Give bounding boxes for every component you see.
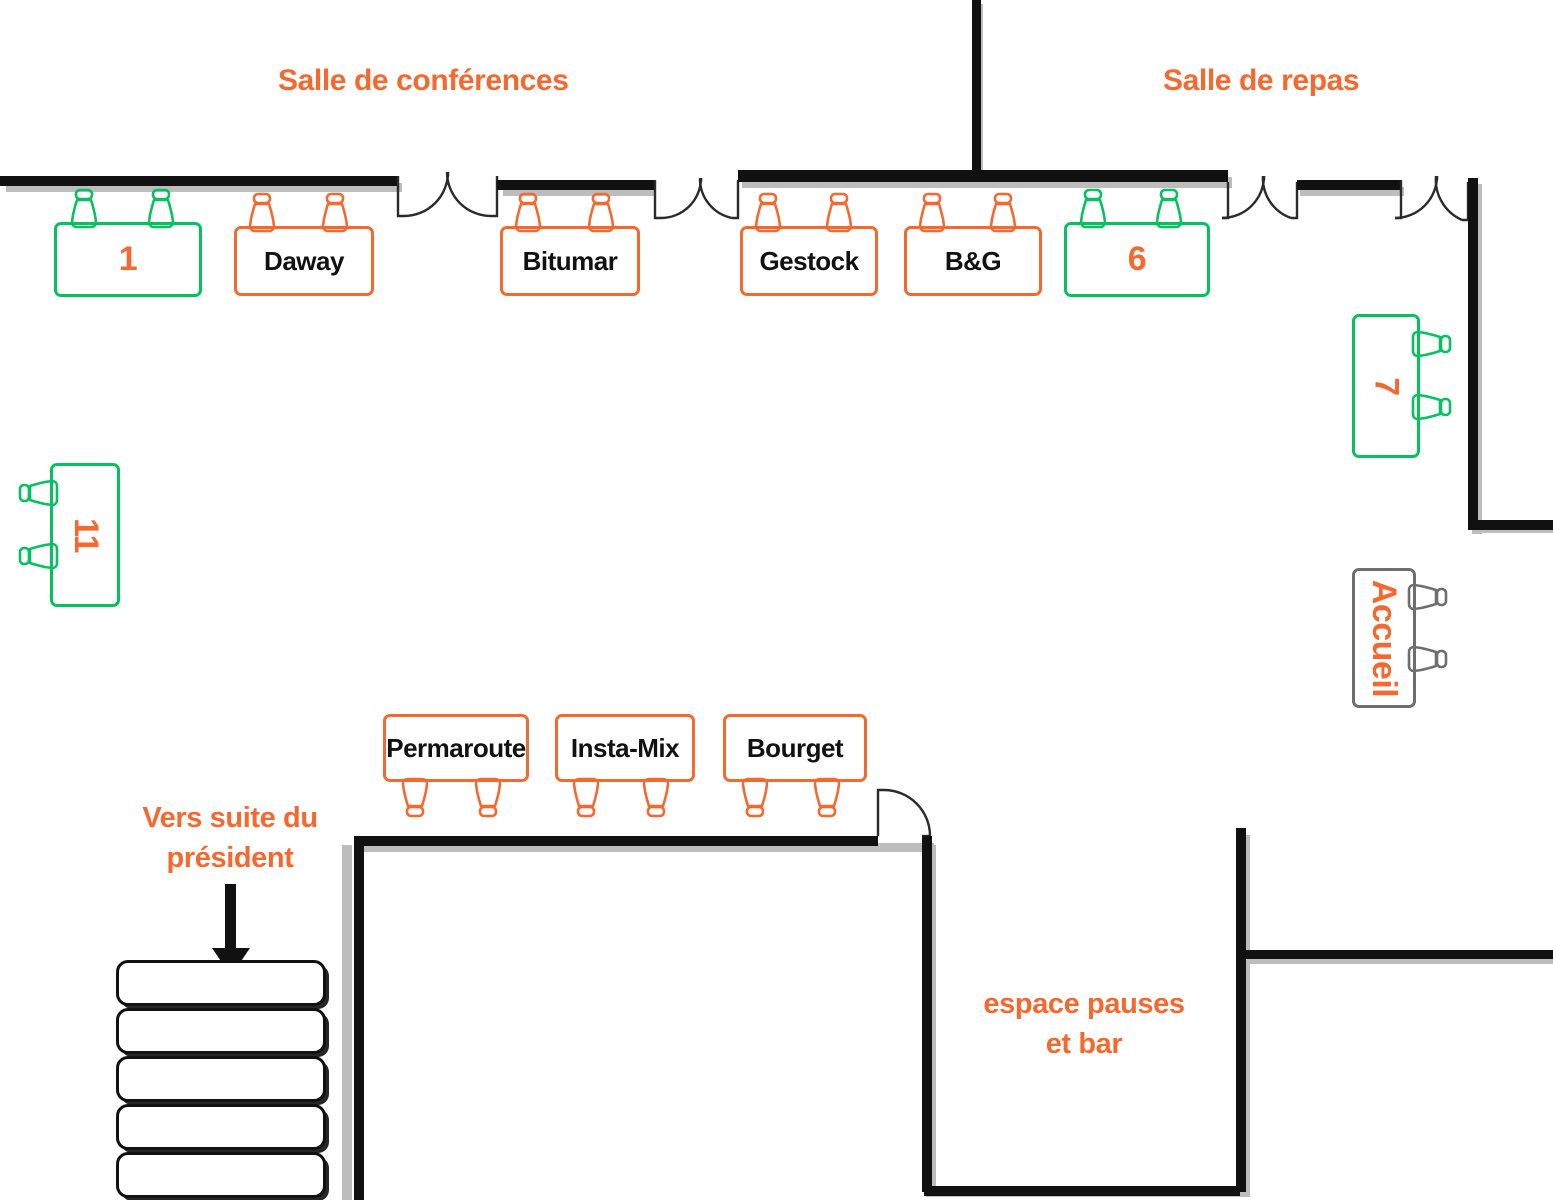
- booth-bg-chair: [915, 192, 949, 234]
- booth-bourget-label: Bourget: [746, 732, 844, 763]
- booth-gestock[interactable]: Gestock: [740, 226, 878, 296]
- chair-icon: [18, 479, 59, 507]
- booth-daway-chair: [245, 192, 279, 234]
- break-area-walls: [922, 828, 1553, 1196]
- chair-icon: [474, 777, 502, 818]
- chair-icon: [1411, 393, 1452, 421]
- booth-11-chair: [18, 535, 59, 577]
- room-label-salle-de-conferences: Salle de conférences: [278, 64, 569, 97]
- top-wall-right: [738, 170, 1228, 182]
- booth-1[interactable]: 1: [54, 222, 202, 297]
- booth-bourget-chair: [738, 776, 772, 818]
- booth-permaroute[interactable]: Permaroute: [383, 714, 529, 782]
- booth-permaroute-label: Permaroute: [386, 732, 526, 763]
- booth-bourget[interactable]: Bourget: [723, 714, 867, 782]
- chair-icon: [642, 777, 670, 818]
- chair-icon: [990, 192, 1017, 233]
- booth-11[interactable]: 11: [50, 463, 120, 607]
- booth-insta-mix-chair: [569, 776, 603, 818]
- chair-icon: [1407, 645, 1448, 673]
- booth-accueil-chair: [1407, 638, 1448, 680]
- stair-step: [116, 1152, 326, 1198]
- chair-icon: [514, 192, 542, 233]
- door-swing-3: [1221, 175, 1299, 220]
- chair-icon: [741, 777, 768, 818]
- booth-bitumar-chair: [584, 192, 618, 234]
- booth-bitumar-chair: [511, 192, 545, 234]
- chair-icon: [1155, 188, 1183, 229]
- booth-bg[interactable]: B&G: [904, 226, 1042, 296]
- door-swing-4: [1394, 175, 1470, 222]
- stair-step: [116, 1056, 326, 1102]
- door-swing-5: [876, 788, 932, 838]
- room-label-salle-de-repas: Salle de repas: [1163, 64, 1360, 97]
- booth-accueil[interactable]: Accueil: [1352, 568, 1416, 708]
- booth-1-chair: [144, 188, 178, 230]
- booth-bitumar-label: Bitumar: [522, 245, 618, 276]
- booth-daway-label: Daway: [264, 245, 344, 276]
- stair-step: [116, 1104, 326, 1150]
- booth-bitumar[interactable]: Bitumar: [500, 226, 640, 296]
- booth-6-chair: [1152, 188, 1186, 230]
- booth-1-label: 1: [118, 240, 138, 278]
- area-label-line-1: espace pauses: [983, 988, 1185, 1020]
- booth-1-chair: [67, 188, 101, 230]
- chair-icon: [147, 188, 174, 229]
- booth-6[interactable]: 6: [1064, 222, 1210, 297]
- area-label-line-2: et bar: [1045, 1028, 1123, 1061]
- area-label-line-2: président: [166, 842, 294, 875]
- area-label-vers-suite-du-president: Vers suite du président: [110, 798, 350, 878]
- booth-11-chair: [18, 472, 59, 514]
- chair-icon: [18, 542, 59, 570]
- booth-accueil-label: Accueil: [1365, 579, 1404, 697]
- chair-icon: [1407, 583, 1448, 611]
- booth-6-label: 6: [1127, 240, 1147, 278]
- chair-icon: [826, 192, 853, 233]
- booth-6-chair: [1076, 188, 1110, 230]
- booth-gestock-chair: [822, 192, 856, 234]
- chair-icon: [1411, 330, 1452, 358]
- booth-7-chair: [1411, 323, 1452, 365]
- booth-accueil-chair: [1407, 576, 1448, 618]
- chair-icon: [70, 188, 97, 229]
- booth-7-label: 7: [1367, 376, 1406, 396]
- top-wall-left: [0, 176, 398, 186]
- booth-daway-chair: [318, 192, 352, 234]
- booth-insta-mix-chair: [639, 776, 673, 818]
- chair-icon: [813, 777, 840, 818]
- chair-icon: [248, 192, 276, 233]
- stair-step: [116, 1008, 326, 1054]
- booth-bourget-chair: [810, 776, 844, 818]
- chair-icon: [321, 192, 349, 233]
- booth-gestock-label: Gestock: [759, 245, 859, 276]
- top-wall-mid: [497, 180, 655, 190]
- area-label-espace-pauses-et-bar: espace pauses et bar: [944, 984, 1224, 1064]
- right-perimeter-wall: [1468, 178, 1553, 530]
- booth-daway[interactable]: Daway: [234, 226, 374, 296]
- top-wall-far-right: [1297, 180, 1401, 190]
- booth-7[interactable]: 7: [1352, 314, 1420, 458]
- booth-bg-chair: [986, 192, 1020, 234]
- chair-icon: [918, 192, 945, 233]
- door-swing-2: [653, 177, 740, 220]
- booth-permaroute-chair: [471, 776, 505, 818]
- booth-insta-mix[interactable]: Insta-Mix: [555, 714, 695, 782]
- booth-gestock-chair: [751, 192, 785, 234]
- booth-bg-label: B&G: [944, 245, 1002, 276]
- booth-permaroute-chair: [398, 776, 432, 818]
- chair-icon: [587, 192, 615, 233]
- booth-insta-mix-label: Insta-Mix: [570, 732, 680, 763]
- chair-icon: [1079, 188, 1107, 229]
- area-label-line-1: Vers suite du: [142, 802, 318, 834]
- chair-icon: [754, 192, 781, 233]
- booth-7-chair: [1411, 386, 1452, 428]
- booth-11-label: 11: [66, 517, 105, 553]
- door-swing-1: [396, 171, 499, 218]
- stair-step: [116, 960, 326, 1006]
- chair-icon: [401, 777, 429, 818]
- lower-room-walls: [354, 836, 878, 1200]
- chair-icon: [572, 777, 600, 818]
- vertical-divider-wall: [972, 0, 981, 178]
